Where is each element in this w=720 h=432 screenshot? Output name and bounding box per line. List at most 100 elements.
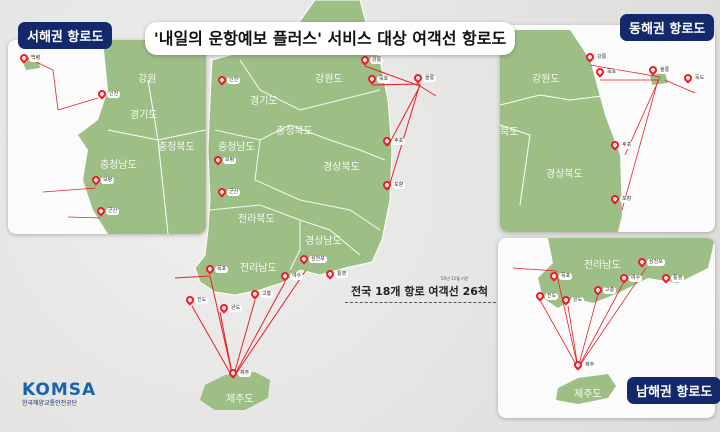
port-label: 보령 bbox=[101, 176, 115, 184]
port-label: 울릉 bbox=[658, 66, 672, 74]
port-marker: 삼천포 bbox=[636, 256, 665, 268]
port-label: 후포 bbox=[620, 141, 634, 149]
region-label: 제주도 bbox=[574, 389, 602, 400]
port-label: 목포 bbox=[559, 272, 573, 280]
port-marker: 인천 bbox=[96, 88, 121, 100]
map-pin-icon bbox=[212, 154, 224, 166]
map-pin-icon bbox=[636, 256, 648, 268]
map-pin-icon bbox=[90, 174, 102, 186]
port-label: 삼천포 bbox=[647, 258, 665, 266]
port-label: 포항 bbox=[392, 181, 406, 189]
region-label: 경상남도 bbox=[305, 236, 342, 247]
map-pin-icon bbox=[366, 73, 378, 85]
port-label: 통영 bbox=[671, 274, 685, 282]
region-label: 전라남도 bbox=[240, 263, 277, 274]
region-label: 전라북도 bbox=[238, 214, 275, 225]
port-marker: 여수 bbox=[279, 270, 304, 282]
port-marker: 군산 bbox=[216, 186, 241, 198]
map-pin-icon bbox=[204, 263, 216, 275]
port-label: 강릉 bbox=[370, 56, 384, 64]
map-pin-icon bbox=[324, 268, 336, 280]
port-marker: 통영 bbox=[324, 268, 349, 280]
port-marker: 보령 bbox=[212, 154, 237, 166]
port-label: 묵호 bbox=[377, 75, 391, 83]
port-label: 고흥 bbox=[603, 286, 617, 294]
port-label: 보령 bbox=[223, 156, 237, 164]
map-pin-icon bbox=[660, 272, 672, 284]
port-marker: 강릉 bbox=[584, 51, 609, 63]
map-pin-icon bbox=[412, 72, 424, 84]
port-marker: 목포 bbox=[204, 263, 229, 275]
logo-wordmark: KOMSA bbox=[22, 380, 97, 400]
port-marker: 진도 bbox=[534, 290, 559, 302]
komsa-logo: KOMSA 한국해양교통안전공단 bbox=[22, 380, 96, 407]
port-marker: 고흥 bbox=[249, 288, 274, 300]
port-marker: 목포 bbox=[548, 270, 573, 282]
region-label: 충청북도 bbox=[158, 142, 195, 153]
port-label: 울릉 bbox=[423, 74, 437, 82]
port-label: 완도 bbox=[571, 296, 585, 304]
port-label: 통영 bbox=[335, 270, 349, 278]
map-pin-icon bbox=[184, 294, 196, 306]
port-marker: 포항 bbox=[381, 179, 406, 191]
port-marker: 완도 bbox=[560, 294, 585, 306]
port-marker: 제주 bbox=[227, 367, 252, 379]
port-label: 여수 bbox=[629, 274, 643, 282]
region-label: 충청남도 bbox=[218, 142, 255, 153]
map-pin-icon bbox=[618, 272, 630, 284]
map-pin-icon bbox=[216, 186, 228, 198]
region-label: 경기도 bbox=[130, 110, 158, 121]
map-pin-icon bbox=[359, 54, 371, 66]
port-label: 포항 bbox=[620, 195, 634, 203]
map-pin-icon bbox=[249, 288, 261, 300]
reference-date-note: '25년 12월 기준 bbox=[440, 276, 469, 281]
region-label: 강원 bbox=[138, 74, 157, 85]
map-pin-icon bbox=[218, 302, 230, 314]
port-marker: 후포 bbox=[381, 135, 406, 147]
port-label: 진도 bbox=[195, 296, 209, 304]
map-pin-icon bbox=[594, 66, 606, 78]
port-marker: 묵호 bbox=[594, 66, 619, 78]
port-label: 후포 bbox=[392, 137, 406, 145]
port-label: 인천 bbox=[107, 90, 121, 98]
east-sea-badge: 동해권 항로도 bbox=[620, 14, 715, 41]
port-label: 백령 bbox=[29, 54, 43, 62]
port-label: 강릉 bbox=[595, 53, 609, 61]
map-pin-icon bbox=[381, 179, 393, 191]
map-pin-icon bbox=[682, 72, 694, 84]
map-pin-icon bbox=[279, 270, 291, 282]
region-label: 북도 bbox=[500, 127, 519, 138]
port-label: 군산 bbox=[227, 188, 241, 196]
port-label: 군산 bbox=[106, 207, 120, 215]
port-label: 진도 bbox=[545, 292, 559, 300]
port-label: 고흥 bbox=[260, 290, 274, 298]
region-label: 경상북도 bbox=[546, 169, 583, 180]
port-marker: 울릉 bbox=[412, 72, 437, 84]
port-label: 완도 bbox=[229, 304, 243, 312]
route-summary: 전국 18개 항로 여객선 26척 bbox=[345, 283, 497, 303]
port-label: 제주 bbox=[238, 369, 252, 377]
map-pin-icon bbox=[572, 359, 584, 371]
west-sea-badge: 서해권 항로도 bbox=[18, 22, 113, 49]
map-pin-icon bbox=[381, 135, 393, 147]
map-pin-icon bbox=[548, 270, 560, 282]
jeju-island bbox=[200, 372, 270, 410]
port-label: 목포 bbox=[215, 265, 229, 273]
region-label: 전라남도 bbox=[584, 260, 621, 271]
map-pin-icon bbox=[18, 52, 30, 64]
port-marker: 여수 bbox=[618, 272, 643, 284]
south-sea-badge: 남해권 항로도 bbox=[627, 377, 720, 404]
map-pin-icon bbox=[534, 290, 546, 302]
map-pin-icon bbox=[592, 284, 604, 296]
port-marker: 군산 bbox=[95, 205, 120, 217]
port-label: 삼천포 bbox=[309, 255, 327, 263]
port-marker: 포항 bbox=[609, 193, 634, 205]
port-marker: 제주 bbox=[572, 359, 597, 371]
port-label: 인천 bbox=[227, 76, 241, 84]
routes bbox=[174, 65, 437, 379]
map-pin-icon bbox=[298, 253, 310, 265]
port-label: 독도 bbox=[693, 74, 707, 82]
